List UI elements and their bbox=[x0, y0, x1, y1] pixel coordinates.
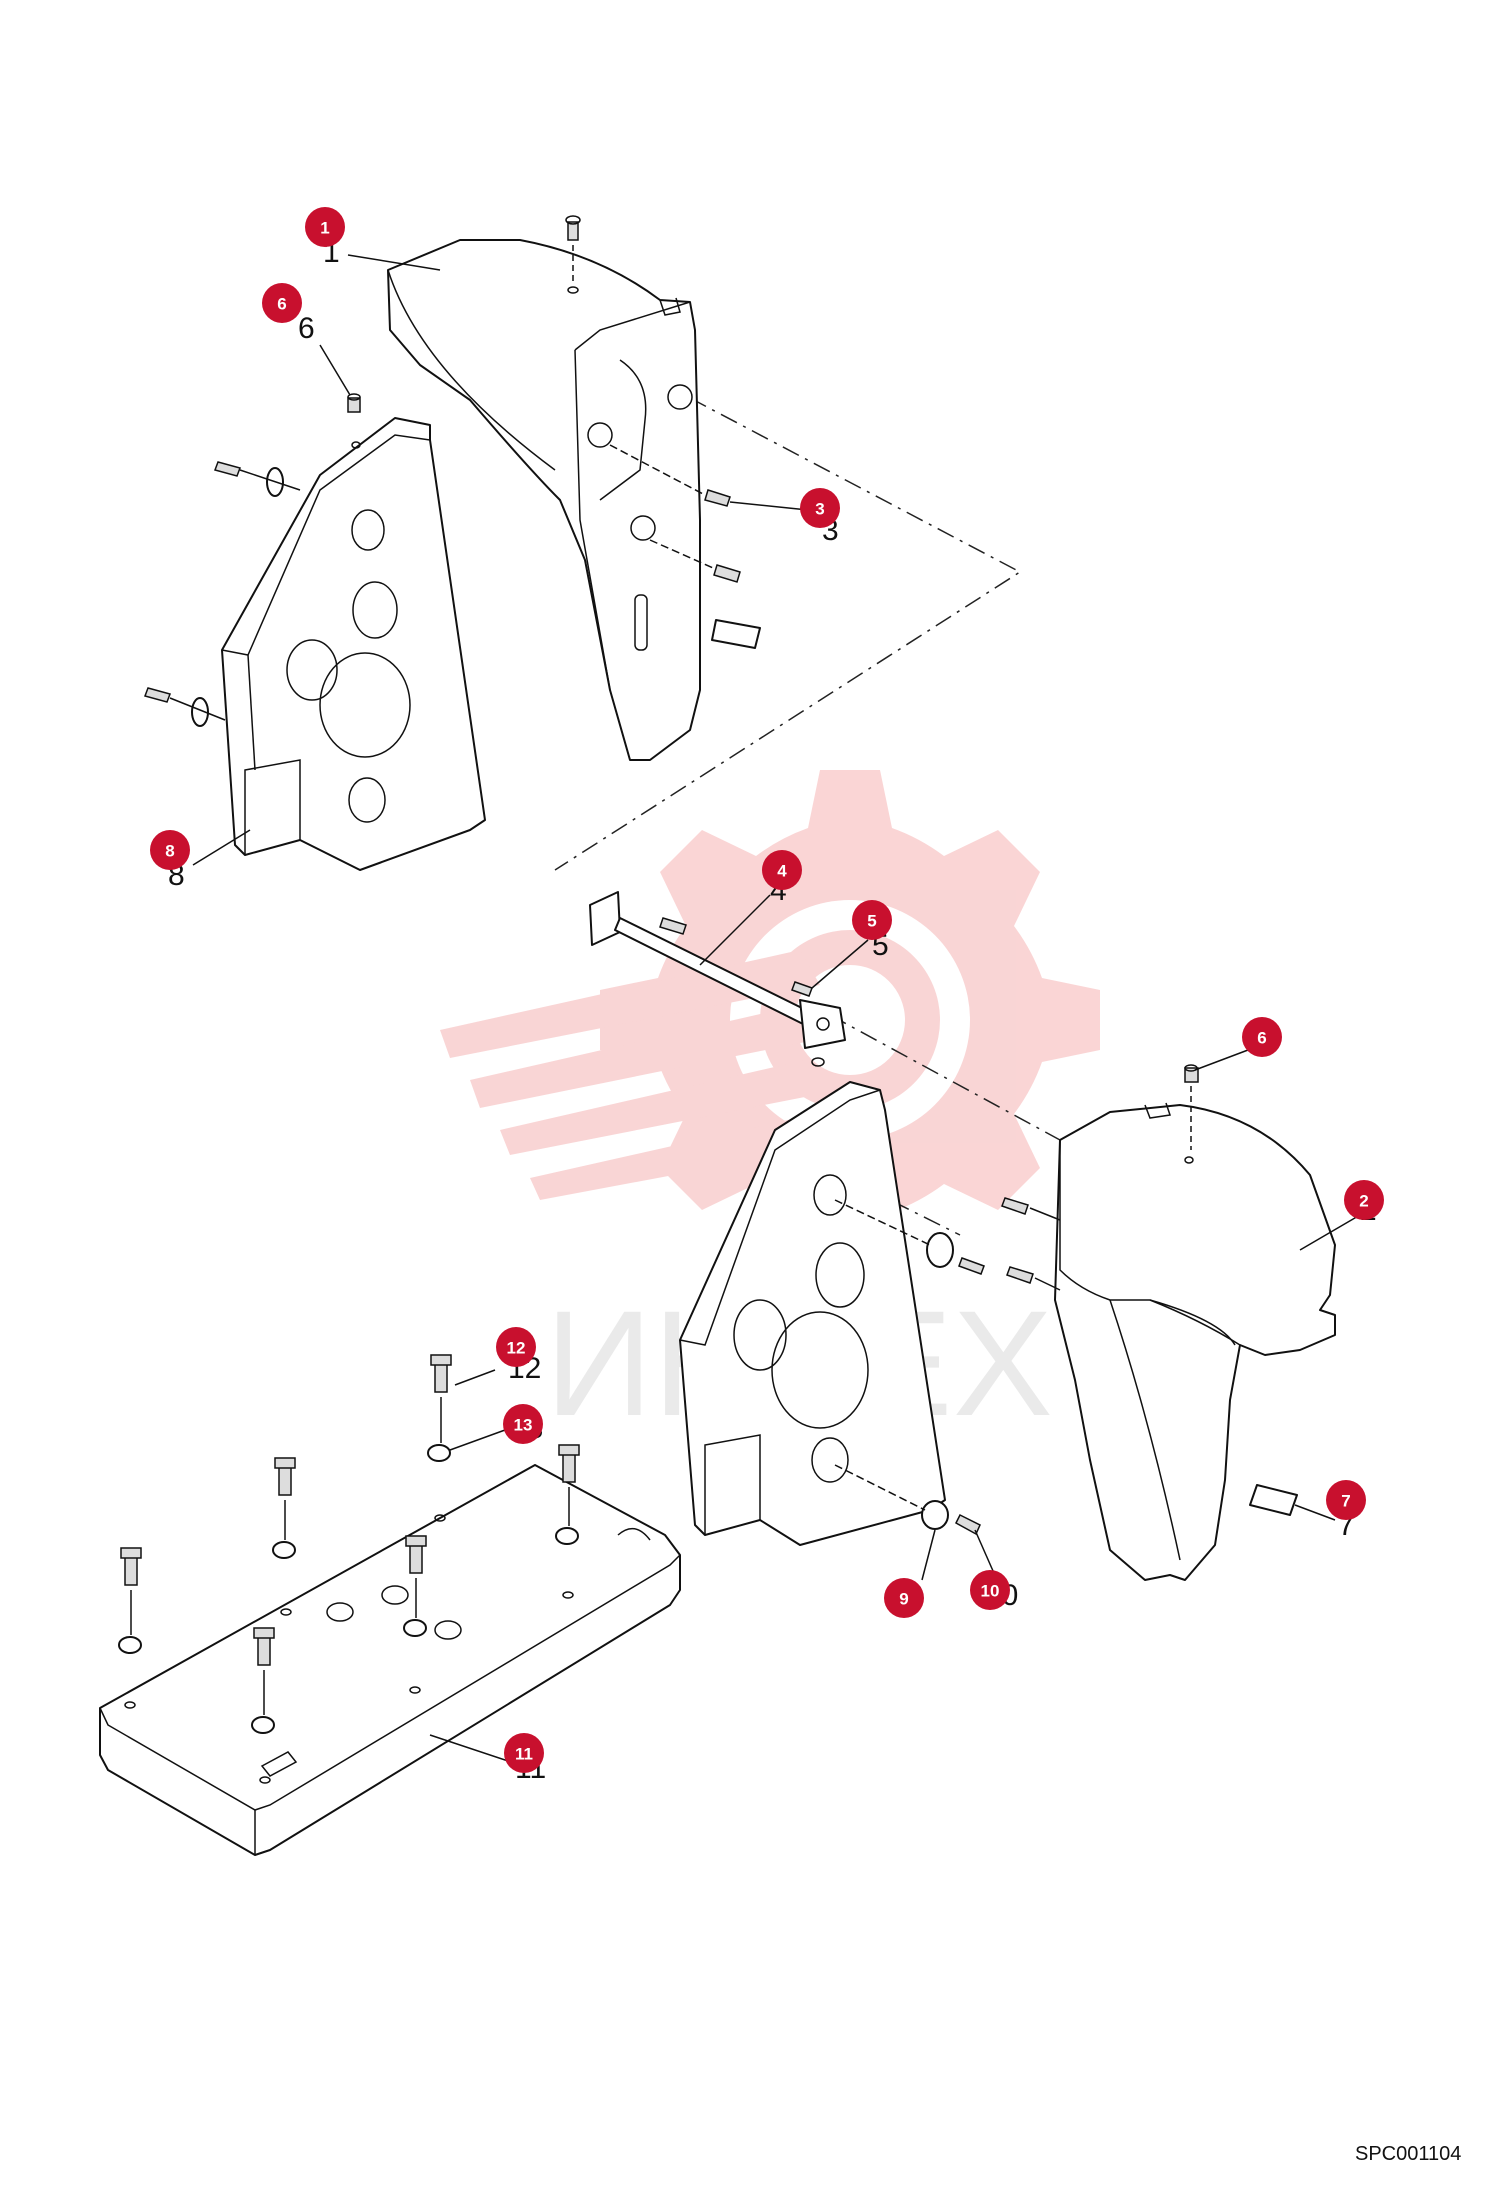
svg-text:3: 3 bbox=[815, 500, 824, 519]
reference-code: SPC001104 bbox=[1355, 2143, 1461, 2165]
callout-7[interactable]: 7 bbox=[1326, 1480, 1366, 1520]
part-7-label-plate bbox=[1249, 1484, 1298, 1516]
callout-9[interactable]: 9 bbox=[884, 1578, 924, 1618]
callout-6b[interactable]: 6 bbox=[1242, 1017, 1282, 1057]
callout-5[interactable]: 5 bbox=[852, 900, 892, 940]
center-plate bbox=[679, 1081, 985, 1546]
svg-text:6: 6 bbox=[1257, 1029, 1266, 1048]
svg-text:5: 5 bbox=[867, 912, 876, 931]
svg-text:4: 4 bbox=[777, 862, 787, 881]
leader-lines bbox=[192, 254, 1361, 1766]
part-number-6a: 6 bbox=[298, 312, 315, 345]
svg-text:6: 6 bbox=[277, 295, 286, 314]
svg-text:9: 9 bbox=[899, 1590, 908, 1609]
callout-2[interactable]: 2 bbox=[1344, 1180, 1384, 1220]
part-8-left-plate bbox=[144, 393, 486, 871]
svg-text:10: 10 bbox=[981, 1582, 1000, 1601]
callout-11[interactable]: 11 bbox=[504, 1733, 544, 1773]
svg-text:8: 8 bbox=[165, 842, 174, 861]
part-4-pin bbox=[589, 891, 846, 1116]
svg-text:1: 1 bbox=[320, 219, 329, 238]
alignment-line-upper bbox=[554, 397, 1022, 871]
callout-markers: 1 6 3 8 4 5 6 2 bbox=[150, 207, 1384, 1773]
callout-10[interactable]: 10 bbox=[970, 1570, 1010, 1610]
callout-4[interactable]: 4 bbox=[762, 850, 802, 890]
callout-13[interactable]: 13 bbox=[503, 1404, 543, 1444]
callout-3[interactable]: 3 bbox=[800, 488, 840, 528]
callout-6a[interactable]: 6 bbox=[262, 283, 302, 323]
callout-12[interactable]: 12 bbox=[496, 1327, 536, 1367]
part-3-bolts bbox=[609, 444, 741, 583]
svg-text:7: 7 bbox=[1341, 1492, 1350, 1511]
svg-text:13: 13 bbox=[514, 1416, 533, 1435]
part-1-upper-bracket bbox=[387, 215, 761, 761]
part-11-base bbox=[99, 1354, 681, 1856]
callout-1[interactable]: 1 bbox=[305, 207, 345, 247]
callout-8[interactable]: 8 bbox=[150, 830, 190, 870]
svg-text:12: 12 bbox=[507, 1339, 526, 1358]
part-2-right-cover bbox=[1001, 1064, 1336, 1581]
svg-text:11: 11 bbox=[515, 1745, 533, 1764]
svg-text:2: 2 bbox=[1359, 1192, 1368, 1211]
alignment-line-lower bbox=[829, 1014, 1061, 1141]
